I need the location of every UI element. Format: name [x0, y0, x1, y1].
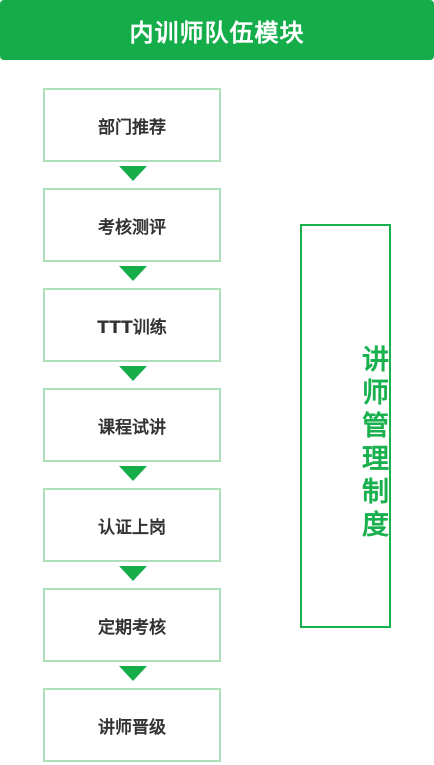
flow-arrow-down-icon [119, 666, 147, 681]
flow-step-periodic-review: 定期考核 [43, 588, 221, 662]
flow-step-department-recommendation: 部门推荐 [43, 88, 221, 162]
flow-step-label: 认证上岗 [98, 517, 166, 538]
flow-step-label: TTT训练 [97, 317, 167, 338]
flow-step-promotion: 讲师晋级 [43, 688, 221, 762]
flow-step-assessment: 考核测评 [43, 188, 221, 262]
flow-step-label: 考核测评 [98, 217, 166, 238]
module-header: 内训师队伍模块 [0, 0, 434, 60]
flow-step-ttt-training: TTT训练 [43, 288, 221, 362]
flow-arrow-down-icon [119, 566, 147, 581]
flow-step-certification: 认证上岗 [43, 488, 221, 562]
flow-step-label: 定期考核 [98, 617, 166, 638]
flow-step-label: 课程试讲 [98, 417, 166, 438]
flow-arrow-down-icon [119, 166, 147, 181]
flow-arrow-down-icon [119, 466, 147, 481]
flow-arrow-down-icon [119, 266, 147, 281]
flow-step-trial-lecture: 课程试讲 [43, 388, 221, 462]
management-system-panel: 讲师管理制度 [300, 224, 391, 628]
management-system-label: 讲师管理制度 [357, 345, 388, 543]
flow-step-label: 讲师晋级 [98, 717, 166, 738]
flow-arrow-down-icon [119, 366, 147, 381]
flow-step-label: 部门推荐 [98, 117, 166, 138]
module-title: 内训师队伍模块 [129, 18, 305, 47]
